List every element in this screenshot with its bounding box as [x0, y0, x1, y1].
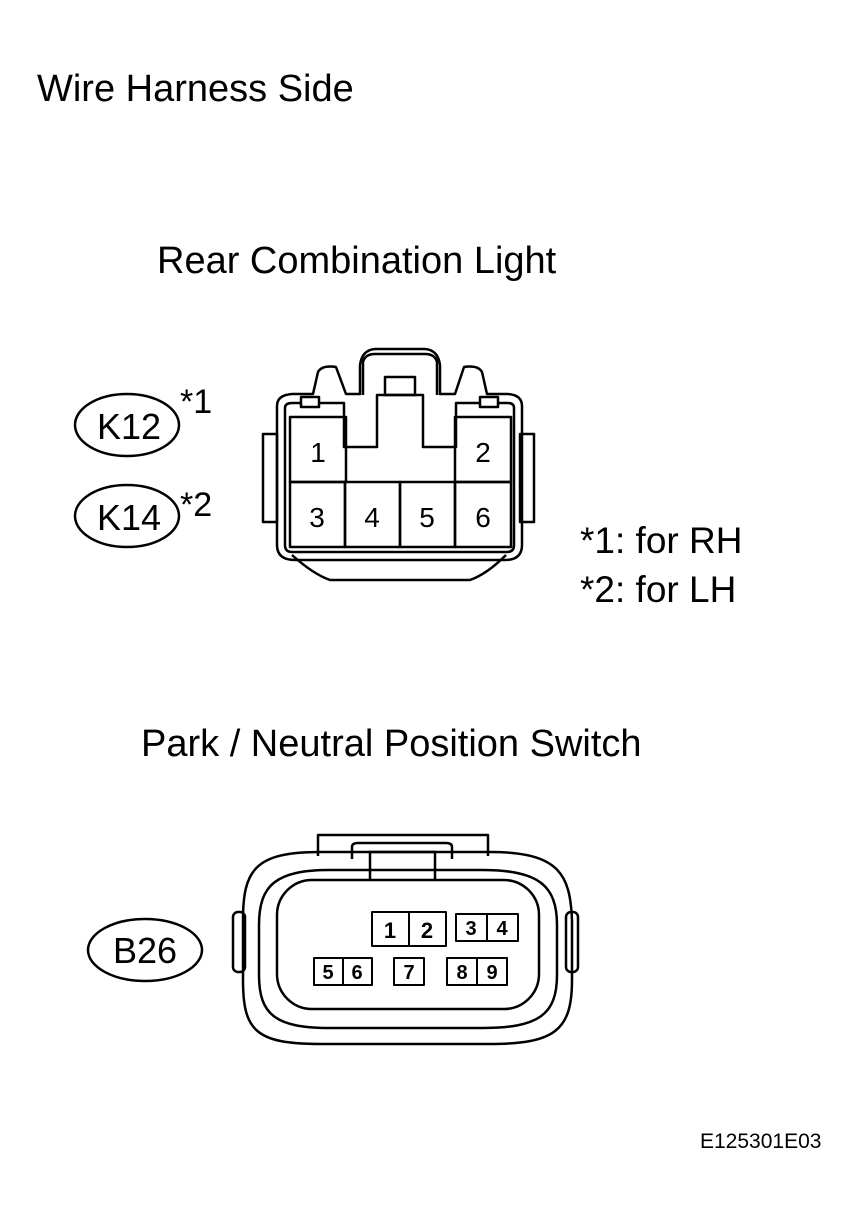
pin-5: 5 — [322, 962, 333, 984]
code-b26-label: B26 — [113, 930, 177, 971]
pin-1: 1 — [310, 437, 326, 468]
rear-combination-light-pins: 1 2 3 4 5 6 — [309, 437, 491, 533]
pin-2: 2 — [475, 437, 491, 468]
note-lh: *2: for LH — [580, 569, 737, 610]
code-k14-label: K14 — [97, 497, 161, 538]
pin-3: 3 — [465, 918, 476, 940]
pin-5: 5 — [419, 502, 435, 533]
pin-4: 4 — [496, 918, 508, 940]
pin-4: 4 — [364, 502, 380, 533]
pin-2: 2 — [421, 918, 433, 943]
rear-combination-light-connector — [261, 347, 536, 582]
park-neutral-switch-connector — [231, 833, 580, 1046]
park-neutral-switch-title: Park / Neutral Position Switch — [141, 723, 642, 765]
pin-9: 9 — [486, 962, 497, 984]
connector-code-b26: B26 — [86, 917, 204, 983]
connector-code-k14: K14 *2 — [73, 483, 212, 549]
code-k12-label: K12 — [97, 406, 161, 447]
pin-1: 1 — [384, 918, 396, 943]
pin-6: 6 — [475, 502, 491, 533]
rear-combination-light-title: Rear Combination Light — [157, 240, 557, 282]
note-mark-1: *1 — [180, 383, 212, 421]
pin-3: 3 — [309, 502, 325, 533]
diagram-title: Wire Harness Side — [37, 68, 354, 110]
reference-code: E125301E03 — [700, 1130, 822, 1153]
note-mark-2: *2 — [180, 486, 212, 524]
connector-code-k12: K12 *1 — [73, 383, 212, 458]
pin-7: 7 — [403, 962, 414, 984]
pin-8: 8 — [456, 962, 467, 984]
note-rh: *1: for RH — [580, 520, 743, 561]
pin-6: 6 — [351, 962, 362, 984]
park-neutral-switch-pins: 1 2 3 4 5 6 7 8 9 — [322, 918, 508, 984]
